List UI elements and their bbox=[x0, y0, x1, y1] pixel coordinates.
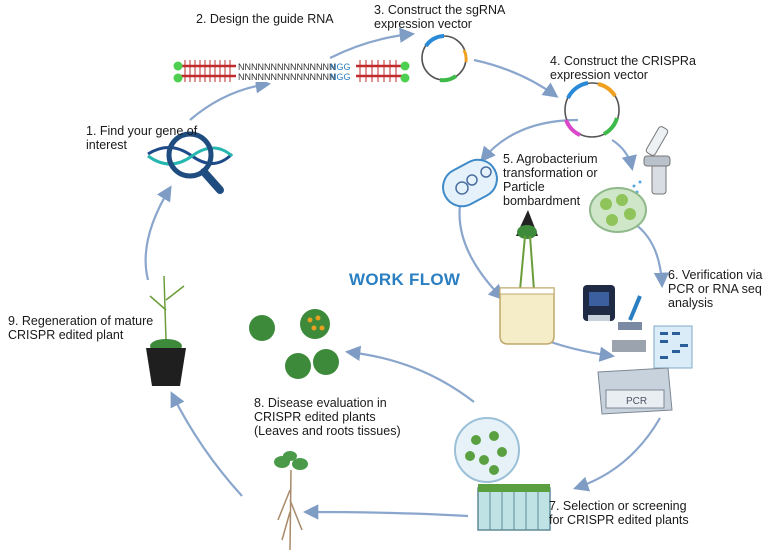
step-8-label: 8. Disease evaluation in CRISPR edited p… bbox=[254, 396, 401, 438]
pcr-label: PCR bbox=[626, 396, 647, 407]
arrow-pcr-to-7 bbox=[573, 417, 661, 492]
arrow-1-to-2 bbox=[189, 78, 272, 121]
green-dot-icon bbox=[173, 61, 183, 71]
guide-seq-2: NNNNNNNNNNNNNNN bbox=[238, 72, 336, 82]
gel-electrophoresis-icon bbox=[653, 325, 693, 369]
step-2-label: 2. Design the guide RNA bbox=[196, 12, 334, 26]
arrow-tray-to-roots bbox=[302, 504, 469, 520]
beaker-plant-icon bbox=[499, 210, 555, 345]
potted-plant-icon bbox=[146, 275, 186, 386]
step-1-label: 1. Find your gene of interest bbox=[86, 124, 198, 152]
guide-seq-1: NNNNNNNNNNNNNNN bbox=[238, 62, 336, 72]
sgrna-plasmid-icon bbox=[421, 34, 468, 83]
arrow-5-down bbox=[458, 204, 505, 301]
arrow-9-to-1 bbox=[144, 185, 172, 281]
selection-petri-dish-icon bbox=[454, 417, 520, 483]
green-dot-icon bbox=[400, 61, 410, 71]
arrow-3-to-4 bbox=[473, 58, 559, 98]
sequencer-machine-icon bbox=[583, 285, 615, 321]
arrow-4-to-6 bbox=[611, 139, 637, 172]
step-3-label: 3. Construct the sgRNA expression vector bbox=[374, 3, 506, 31]
pipette-icon bbox=[618, 295, 642, 330]
guide-rna-illustration: NNNNNNNNNNNNNNN NGG NNNNNNNNNNNNNNN NGG bbox=[173, 60, 410, 83]
magnifier-dna-icon bbox=[147, 131, 234, 194]
petri-dish-icon bbox=[589, 187, 647, 233]
step-5-label: 5. Agrobacterium transformation or Parti… bbox=[503, 152, 598, 208]
crispra-plasmid-icon bbox=[564, 81, 620, 138]
green-dot-icon bbox=[173, 73, 183, 83]
pcr-machine-icon: PCR bbox=[597, 340, 673, 415]
guide-pam-1: NGG bbox=[330, 62, 351, 72]
workflow-title: WORK FLOW bbox=[349, 270, 461, 289]
leaf-samples-icon bbox=[249, 309, 339, 379]
step-4-label: 4. Construct the CRISPRa expression vect… bbox=[550, 54, 696, 82]
guide-pam-2: NGG bbox=[330, 72, 351, 82]
step-6-label: 6. Verification via PCR or RNA seq analy… bbox=[668, 268, 763, 310]
agrobacterium-cell-icon bbox=[442, 158, 498, 208]
step-7-label: 7. Selection or screening for CRISPR edi… bbox=[549, 499, 689, 527]
green-dot-icon bbox=[400, 73, 410, 83]
particle-gun-icon bbox=[626, 126, 671, 195]
seedling-tray-icon bbox=[477, 484, 551, 531]
arrow-8-to-9 bbox=[170, 391, 243, 497]
root-plant-icon bbox=[274, 451, 308, 551]
step-9-label: 9. Regeneration of mature CRISPR edited … bbox=[8, 314, 154, 342]
arrow-2-to-3 bbox=[329, 27, 416, 59]
arrow-7-to-8 bbox=[344, 345, 475, 403]
arrow-petri-to-6 bbox=[631, 221, 670, 289]
